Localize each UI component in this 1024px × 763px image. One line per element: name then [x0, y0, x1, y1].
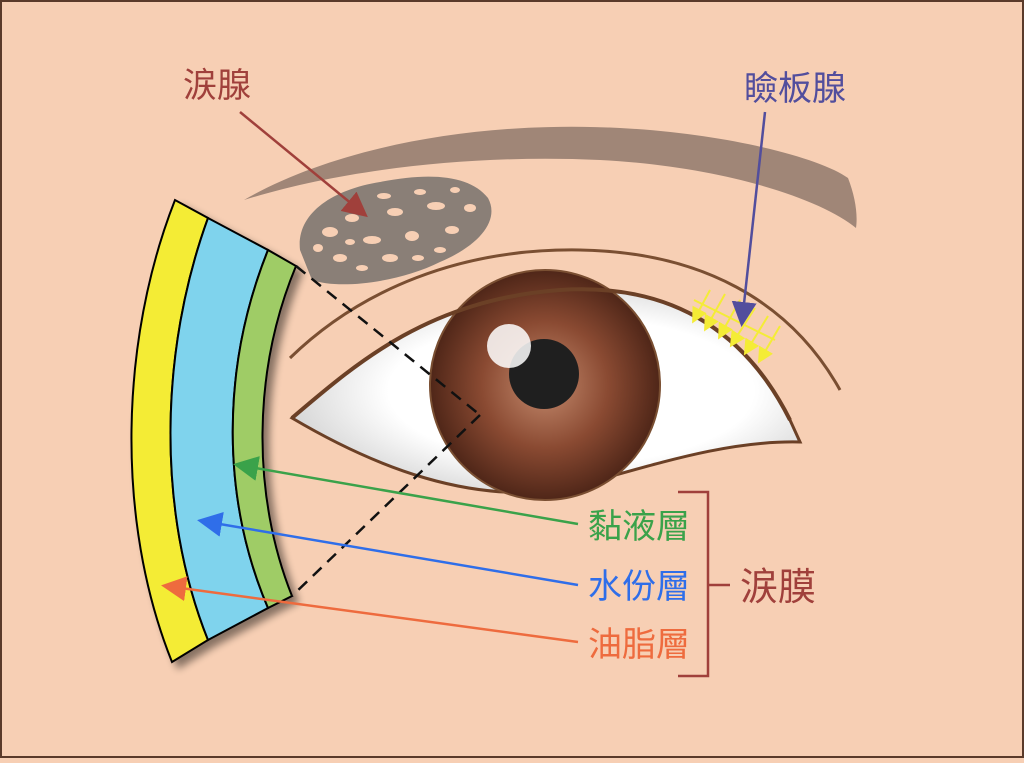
- lipid-layer-label: 油脂層: [588, 625, 690, 665]
- zoom-guide-lines: [291, 265, 481, 597]
- lacrimal-gland-arrow: [239, 111, 368, 218]
- meibomian-gland-arrow: [731, 111, 767, 327]
- upper-eyelid: [290, 287, 792, 421]
- catchlight: [487, 324, 531, 368]
- mucin-layer-label: 黏液層: [588, 507, 690, 547]
- tear-film-label: 涙膜: [740, 565, 816, 609]
- lacrimal-gland-label: 涙腺: [183, 66, 251, 106]
- aqueous-layer-arrow: [197, 512, 579, 587]
- aqueous-layer-label: 水份層: [588, 567, 690, 607]
- meibomian-gland-label: 瞼板腺: [744, 69, 846, 109]
- eyelid-crease: [288, 248, 842, 391]
- mucin-layer-arrow: [233, 456, 579, 526]
- lipid-layer-arrow: [161, 576, 579, 644]
- tear-film-cross-section: [130, 198, 298, 664]
- tear-film-bracket: [678, 490, 730, 678]
- eyebrow: [244, 126, 857, 228]
